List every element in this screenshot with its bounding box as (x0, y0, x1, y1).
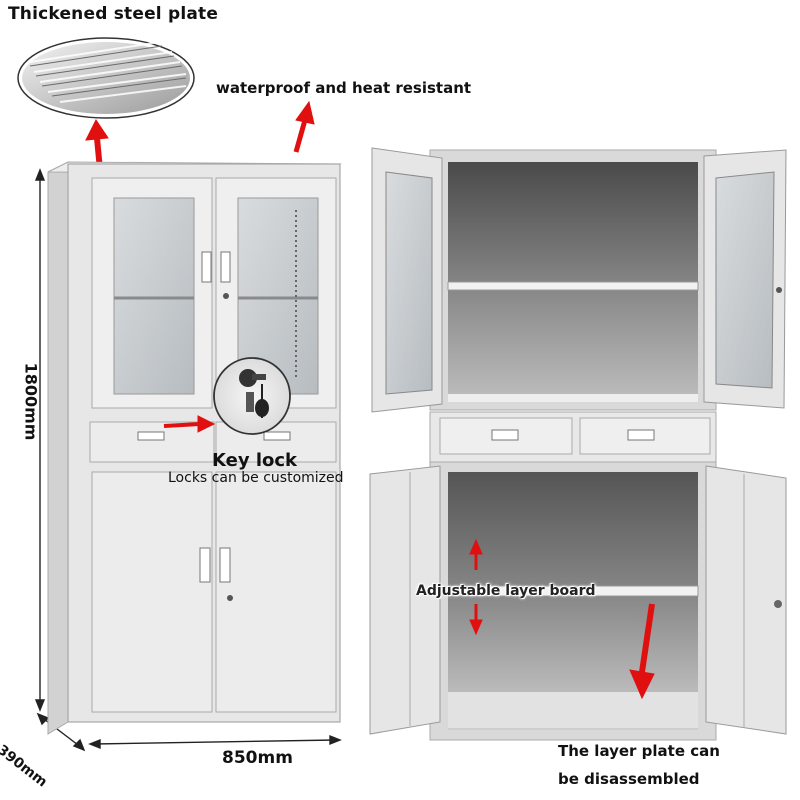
dimension-lines (34, 168, 342, 752)
cabinet-open (369, 147, 787, 741)
adjustable-board-label: Adjustable layer board (416, 583, 596, 599)
steel-plate-closeup (17, 37, 195, 119)
height-dimension-label: 1800mm (21, 362, 41, 441)
arrow-up-waterproof (293, 100, 315, 153)
steel-plate-label: Thickened steel plate (8, 4, 219, 24)
layer-plate-label-line2: be disassembled (558, 770, 700, 788)
arrow-down-adjust (469, 604, 483, 636)
width-dimension-label: 850mm (222, 748, 293, 768)
key-lock-label: Key lock (212, 450, 298, 471)
arrow-down-layer-plate (629, 603, 655, 700)
locks-customized-label: Locks can be customized (168, 470, 344, 486)
cabinet-closed (47, 161, 342, 735)
layer-plate-label-line1: The layer plate can (558, 742, 720, 760)
waterproof-label: waterproof and heat resistant (216, 79, 472, 97)
arrow-up-adjust (469, 538, 483, 570)
arrow-right-drawer (163, 415, 216, 433)
key-lock-inset (213, 357, 291, 435)
